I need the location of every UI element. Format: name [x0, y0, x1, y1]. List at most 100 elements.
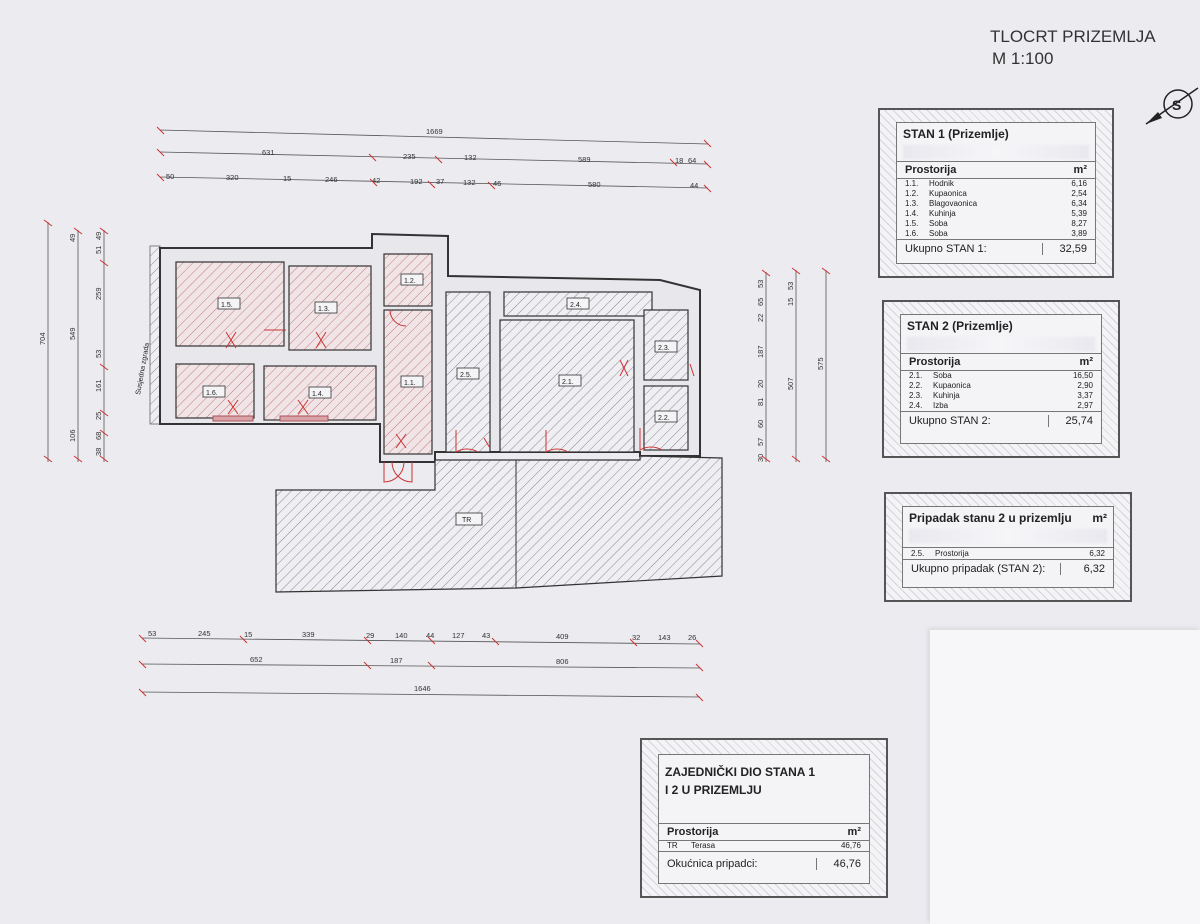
svg-text:68: 68: [94, 432, 103, 440]
doors: [225, 309, 695, 483]
svg-text:44: 44: [690, 181, 698, 190]
drawing-title: TLOCRT PRIZEMLJA: [990, 27, 1156, 46]
table-total: Ukupno STAN 2:25,74: [901, 411, 1101, 430]
svg-text:50: 50: [166, 172, 174, 181]
svg-text:38: 38: [94, 448, 103, 456]
svg-text:53: 53: [148, 629, 156, 638]
room-label-1-6: 1.6.: [206, 390, 218, 397]
svg-text:60: 60: [756, 420, 765, 428]
svg-text:580: 580: [588, 180, 601, 189]
svg-text:43: 43: [482, 631, 490, 640]
svg-text:106: 106: [68, 429, 77, 442]
svg-text:339: 339: [302, 630, 315, 639]
neighbour-label: Susjedna zgrada: [135, 342, 151, 395]
neighbour-building: [149, 245, 161, 425]
svg-text:245: 245: [198, 629, 211, 638]
svg-text:49: 49: [68, 234, 77, 242]
svg-text:127: 127: [452, 631, 465, 640]
svg-text:29: 29: [366, 631, 374, 640]
svg-text:49: 49: [94, 232, 103, 240]
room-label-2-1: 2.1.: [562, 379, 574, 386]
svg-text:704: 704: [38, 332, 47, 345]
table-title: STAN 1 (Prizemlje): [903, 127, 1009, 141]
svg-text:187: 187: [390, 656, 403, 665]
table-total: Ukupno pripadak (STAN 2):6,32: [903, 559, 1113, 578]
svg-text:57: 57: [756, 438, 765, 446]
table-total: Okućnica pripadci:46,76: [659, 851, 869, 876]
redacted-text: [909, 529, 1107, 543]
svg-text:259: 259: [94, 287, 103, 300]
floor-plan: 1669 631 235 132 589 18 64 50 320 15 246…: [38, 126, 831, 702]
stan2-rooms: [445, 291, 689, 453]
svg-text:187: 187: [756, 345, 765, 358]
terrace: [275, 455, 723, 593]
room-label-2-4: 2.4.: [570, 302, 582, 309]
redacted-text: [903, 145, 1089, 159]
dimensions-right: 22 65 53 187 20 81 60 57 30 15 53 507 57…: [756, 267, 831, 463]
svg-text:81: 81: [756, 398, 765, 406]
svg-text:806: 806: [556, 657, 569, 666]
svg-text:652: 652: [250, 655, 263, 664]
svg-text:32: 32: [632, 633, 640, 642]
svg-text:65: 65: [756, 298, 765, 306]
room-label-1-2: 1.2.: [404, 278, 416, 285]
svg-text:409: 409: [556, 632, 569, 641]
dimensions-bottom: 53 245 15 339 29 140 44 127 43 409 32 14…: [138, 629, 704, 702]
dimensions-left: 704 549 49 106 259 53 161 25 68 38 51 49: [38, 219, 109, 463]
svg-text:1646: 1646: [414, 684, 431, 693]
svg-text:37: 37: [436, 177, 444, 186]
svg-text:22: 22: [756, 314, 765, 322]
svg-text:51: 51: [94, 246, 103, 254]
table-total: Ukupno STAN 1:32,59: [897, 239, 1095, 258]
svg-text:53: 53: [756, 280, 765, 288]
dimensions-top: 1669 631 235 132 589 18 64 50 320 15 246…: [156, 126, 712, 193]
svg-text:46: 46: [493, 179, 501, 188]
svg-text:20: 20: [756, 380, 765, 388]
svg-text:S: S: [1172, 97, 1181, 113]
room-label-1-5: 1.5.: [221, 302, 233, 309]
room-label-2-5: 2.5.: [460, 372, 472, 379]
room-label-1-1: 1.1.: [404, 380, 416, 387]
svg-text:30: 30: [756, 454, 765, 462]
svg-text:132: 132: [463, 178, 476, 187]
table-zajednicki: ZAJEDNIČKI DIO STANA 1 I 2 U PRIZEMLJU P…: [640, 738, 888, 898]
table-title-line-1: ZAJEDNIČKI DIO STANA 1: [665, 765, 816, 779]
svg-text:140: 140: [395, 631, 408, 640]
dim-top-total: 1669: [426, 127, 443, 136]
svg-text:15: 15: [283, 174, 291, 183]
svg-text:26: 26: [688, 633, 696, 642]
room-label-terrace: TR: [462, 517, 471, 524]
svg-text:575: 575: [816, 357, 825, 370]
svg-text:161: 161: [94, 379, 103, 392]
svg-text:235: 235: [403, 152, 416, 161]
svg-text:143: 143: [658, 633, 671, 642]
room-label-1-4: 1.4.: [312, 391, 324, 398]
room-label-1-3: 1.3.: [318, 306, 330, 313]
svg-text:15: 15: [786, 298, 795, 306]
svg-text:64: 64: [688, 156, 696, 165]
svg-text:44: 44: [426, 631, 434, 640]
north-arrow-icon: S: [1145, 87, 1199, 125]
stan1-rooms: [175, 253, 433, 455]
svg-text:192: 192: [410, 177, 423, 186]
svg-text:631: 631: [262, 148, 275, 157]
room-labels: 1.5. 1.3. 1.2. 1.6. 1.4. 1.1. 2.5. 2.4. …: [202, 273, 678, 526]
svg-text:18: 18: [675, 156, 683, 165]
overlapping-paper-sheet: [930, 630, 1200, 924]
